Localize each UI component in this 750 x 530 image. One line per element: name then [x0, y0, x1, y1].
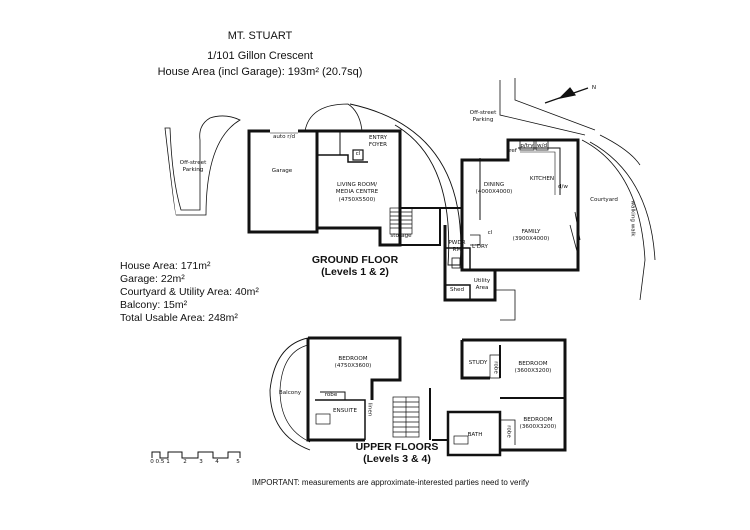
plan-house-area: House Area (incl Garage): 193m² (20.7sq) [157, 66, 363, 78]
label-parking-top: Off-street Parking [469, 110, 497, 123]
label-study: STUDY [468, 360, 488, 366]
label-kitchen: KITCHEN [529, 176, 555, 182]
upper-floor-title: UPPER FLOORS [355, 441, 439, 453]
label-living: LIVING ROOM/ MEDIA CENTRE [335, 182, 379, 195]
scale-label-3: 3 [199, 459, 203, 465]
bedroom1-walls [308, 336, 402, 400]
label-courtyard: Courtyard [590, 197, 618, 203]
label-bath: BATH [467, 432, 483, 438]
label-balcony: Balcony [278, 390, 302, 396]
stat-courtyard: Courtyard & Utility Area: 40m² [120, 286, 259, 298]
footer-note: IMPORTANT: measurements are approximate-… [252, 478, 530, 487]
label-parking-left: Off-street Parking [179, 160, 207, 173]
label-robe3: robe [505, 425, 512, 438]
dining-family-walls [460, 138, 580, 272]
courtyard-wall [581, 139, 646, 301]
living-walls [317, 129, 402, 247]
ground-stairs [389, 207, 413, 235]
label-family: FAMILY [521, 229, 541, 235]
garage-walls [247, 129, 319, 234]
label-bedroom1-dim: (4750X3600) [334, 363, 372, 369]
plan-title: MT. STUART [227, 30, 293, 42]
entry-arc [304, 103, 363, 132]
stat-total: Total Usable Area: 248m² [120, 312, 238, 324]
balcony-curve [269, 337, 311, 451]
label-bedroom1: BEDROOM [338, 356, 368, 362]
label-dining-dim: (4000X4000) [475, 189, 513, 195]
label-dw: d/w [557, 184, 569, 190]
label-living-dim: (4750X5500) [338, 197, 376, 203]
scale-label-2: 2 [183, 459, 187, 465]
label-bedroom3: BEDROOM [523, 417, 553, 423]
label-dining: DINING [483, 182, 505, 188]
scale-label-0-5: 0.5 [155, 459, 165, 465]
parking-left-outline [164, 115, 241, 216]
label-linen: linen [366, 402, 373, 417]
scale-bar [151, 451, 241, 459]
label-bedroom2-dim: (3600X3200) [514, 368, 552, 374]
label-shed: Shed [449, 287, 465, 293]
scale-label-0: 0 [150, 459, 154, 465]
stat-house-area: House Area: 171m² [120, 260, 211, 272]
label-entry-cl: cl [355, 151, 361, 157]
label-entry: ENTRY FOYER [368, 135, 388, 148]
label-garage: Garage [271, 168, 293, 174]
ground-floor-title: GROUND FLOOR [311, 254, 399, 266]
label-walkway: walking walk [629, 200, 636, 237]
label-storage: storage [390, 233, 412, 239]
scale-label-1: 1 [166, 459, 170, 465]
label-pantry: p/try [520, 143, 534, 149]
north-arrow [544, 87, 589, 104]
upper-floor-subtitle: (Levels 3 & 4) [363, 453, 431, 465]
upper-stairs [392, 396, 420, 438]
ground-floor-subtitle: (Levels 1 & 2) [321, 266, 389, 278]
label-robe2: robe [492, 361, 499, 374]
label-bedroom2: BEDROOM [518, 361, 548, 367]
upper-right-walls [462, 338, 567, 452]
stat-balcony: Balcony: 15m² [120, 299, 188, 311]
label-family-dim: (3900X4000) [512, 236, 550, 242]
label-ensuite: ENSUITE [333, 408, 357, 414]
label-ldry-cl: cl [487, 230, 493, 236]
label-auto-door: auto r/d [272, 134, 296, 140]
label-wd: w/d [536, 143, 548, 149]
compass-label: N [591, 85, 597, 91]
label-ldry: L'DRY [472, 244, 488, 250]
label-ref: ref [509, 148, 517, 154]
stat-garage: Garage: 22m² [120, 273, 185, 285]
scale-label-4: 4 [215, 459, 219, 465]
scale-label-5: 5 [236, 459, 240, 465]
label-robe1: robe [324, 392, 338, 398]
label-pwdr: PWDR RM [448, 240, 466, 253]
plan-address: 1/101 Gillon Crescent [207, 50, 313, 62]
label-bedroom3-dim: (3600X3200) [519, 424, 557, 430]
label-utility: Utility Area [473, 278, 491, 291]
